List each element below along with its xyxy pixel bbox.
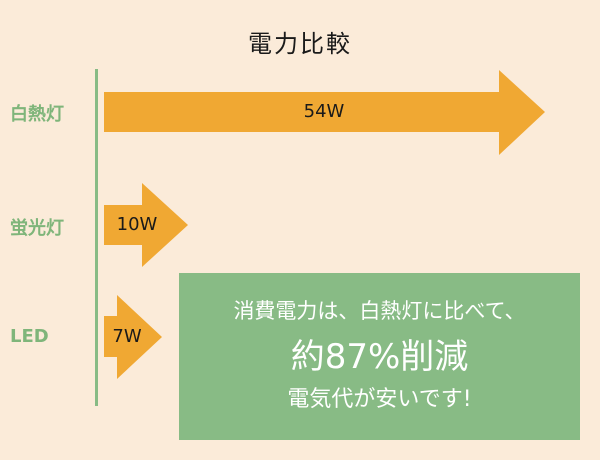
bar-arrow-fluorescent: 10W bbox=[104, 183, 190, 269]
arrow-shape-icon bbox=[104, 70, 545, 155]
savings-callout: 消費電力は、白熱灯に比べて、 約87%削減 電気代が安いです! bbox=[179, 273, 580, 440]
bar-arrow-incandescent: 54W bbox=[104, 70, 546, 156]
callout-line-3: 電気代が安いです! bbox=[287, 387, 472, 412]
value-label-incandescent: 54W bbox=[303, 101, 345, 122]
arrow-shape-icon bbox=[104, 183, 188, 267]
value-label-fluorescent: 10W bbox=[116, 214, 158, 235]
arrow-shape-icon bbox=[104, 295, 162, 379]
bar-arrow-led: 7W bbox=[104, 295, 164, 381]
category-label-fluorescent: 蛍光灯 bbox=[10, 218, 64, 239]
callout-line-1: 消費電力は、白熱灯に比べて、 bbox=[233, 299, 526, 323]
axis-line bbox=[95, 69, 98, 406]
chart-title: 電力比較 bbox=[248, 30, 352, 58]
callout-line-2: 約87%削減 bbox=[290, 337, 469, 377]
category-label-led: LED bbox=[10, 326, 49, 347]
category-label-incandescent: 白熱灯 bbox=[10, 104, 64, 125]
value-label-led: 7W bbox=[112, 326, 142, 347]
